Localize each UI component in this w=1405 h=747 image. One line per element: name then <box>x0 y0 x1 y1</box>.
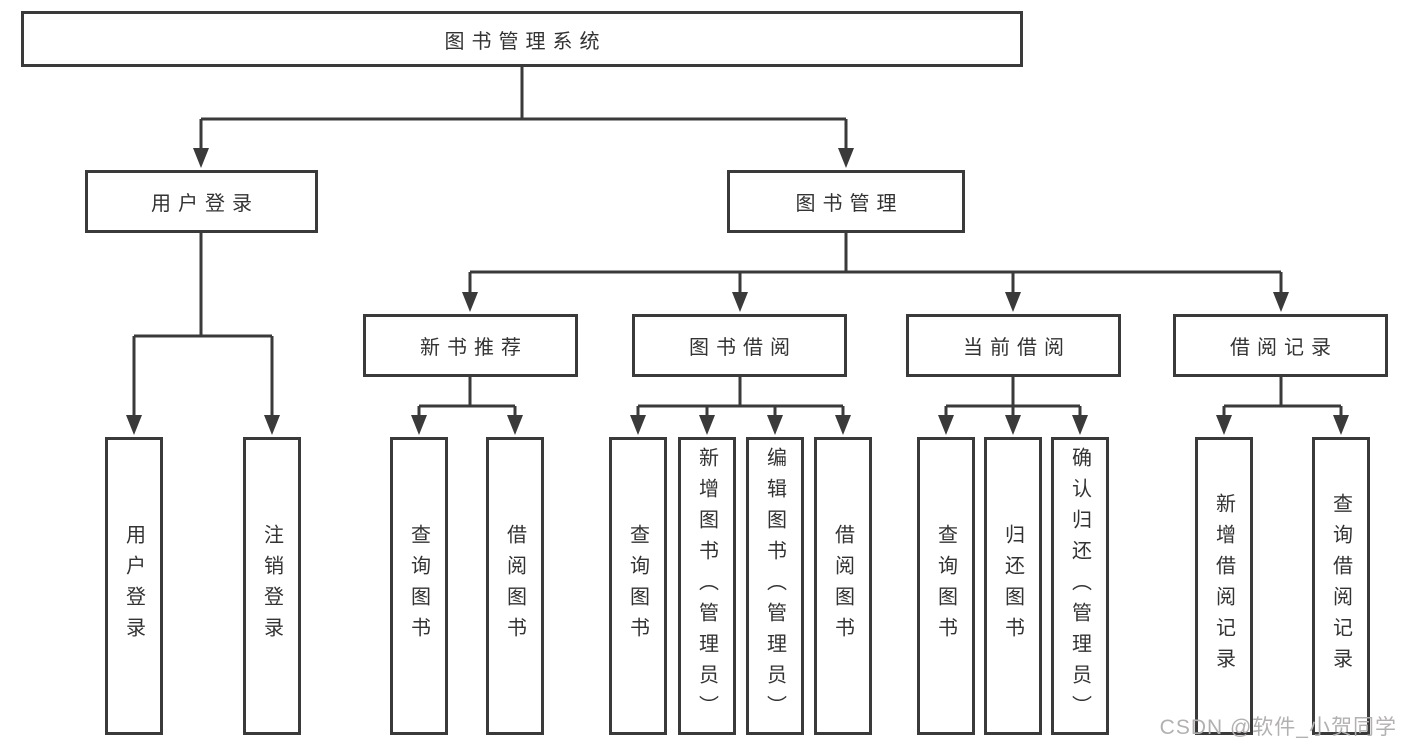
leaf-add-books-admin: 新增图书（管理员） <box>678 437 736 735</box>
leaf-query-books-borrow: 查询图书 <box>609 437 667 735</box>
node-root-library-system: 图书管理系统 <box>21 11 1023 67</box>
leaf-user-login: 用户登录 <box>105 437 163 735</box>
node-user-login: 用户登录 <box>85 170 318 233</box>
leaf-query-borrow-record: 查询借阅记录 <box>1312 437 1370 735</box>
leaf-query-books-current: 查询图书 <box>917 437 975 735</box>
node-new-book-recommend: 新书推荐 <box>363 314 578 377</box>
leaf-logout: 注销登录 <box>243 437 301 735</box>
node-current-borrow: 当前借阅 <box>906 314 1121 377</box>
leaf-edit-books-admin: 编辑图书（管理员） <box>746 437 804 735</box>
leaf-borrow-books: 借阅图书 <box>814 437 872 735</box>
leaf-query-books-recommend: 查询图书 <box>390 437 448 735</box>
node-book-management: 图书管理 <box>727 170 965 233</box>
leaf-confirm-return-admin: 确认归还（管理员） <box>1051 437 1109 735</box>
leaf-return-books: 归还图书 <box>984 437 1042 735</box>
leaf-borrow-books-recommend: 借阅图书 <box>486 437 544 735</box>
csdn-watermark: CSDN @软件_小贺同学 <box>1159 716 1397 739</box>
node-book-borrow: 图书借阅 <box>632 314 847 377</box>
leaf-add-borrow-record: 新增借阅记录 <box>1195 437 1253 735</box>
node-borrow-record: 借阅记录 <box>1173 314 1388 377</box>
arrowheads <box>126 148 1349 435</box>
